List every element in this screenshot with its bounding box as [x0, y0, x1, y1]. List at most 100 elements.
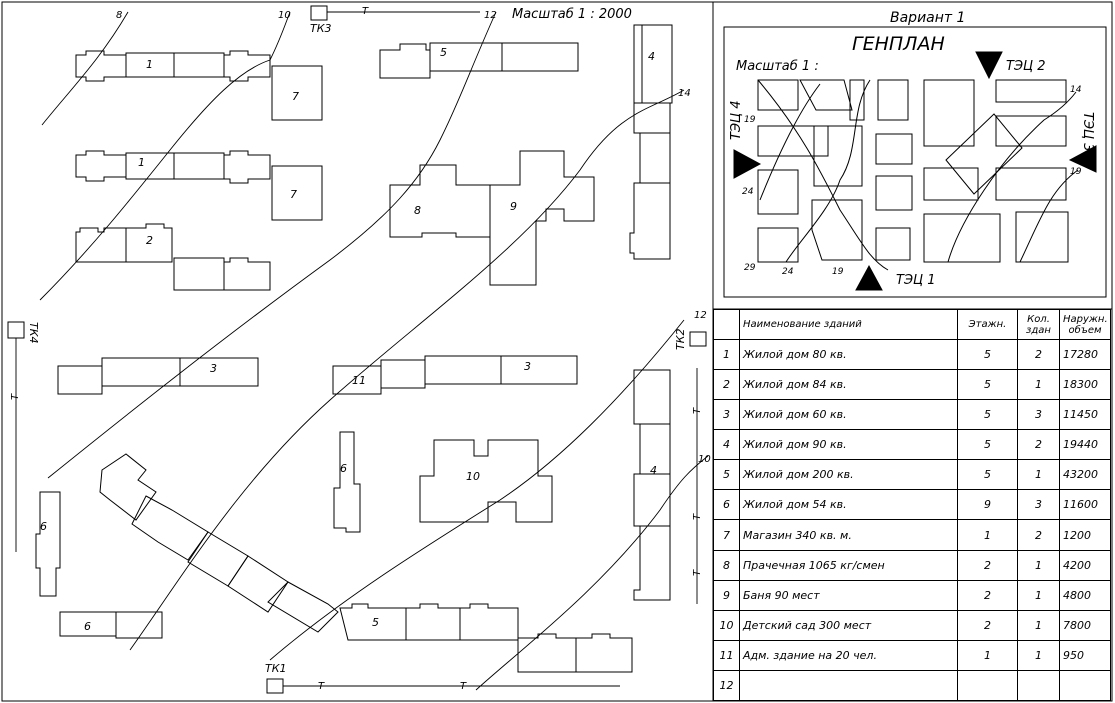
building-name: Прачечная 1065 кг/смен [739, 549, 958, 581]
building-name: Жилой дом 200 кв. [739, 459, 958, 491]
volume-cell: 18300 [1059, 369, 1111, 401]
plan-labels: Масштаб 1 : 2000 ТК3 ТК1 ТК4 ТК2 Т Т Т Т… [10, 6, 1095, 692]
variant-label: Вариант 1 [890, 10, 965, 26]
buildings-table: Наименование зданий Этажн. Кол. здан Нар… [713, 309, 1111, 702]
count-cell: 2 [1017, 519, 1060, 551]
building-label: 8 [414, 204, 421, 217]
volume-cell: 7800 [1059, 609, 1111, 641]
floors-cell: 5 [957, 429, 1018, 461]
building-7a [271, 65, 323, 121]
building-name: Баня 90 мест [739, 579, 958, 611]
building-name [739, 669, 958, 702]
node-tk3 [310, 5, 328, 21]
contour-lines [39, 11, 709, 691]
building-name: Жилой дом 60 кв. [739, 399, 958, 431]
building-label: 4 [650, 464, 657, 477]
building-name: Жилой дом 90 кв. [739, 429, 958, 461]
building-1b [75, 150, 271, 184]
building-name: Жилой дом 54 кв. [739, 489, 958, 521]
building-name: Адм. здание на 20 чел. [739, 639, 958, 671]
floors-cell: 1 [957, 519, 1018, 551]
count-cell: 2 [1017, 429, 1060, 461]
row-number: 7 [713, 519, 740, 551]
inset-contour: 24 [782, 267, 794, 277]
building-label: 6 [340, 462, 347, 475]
node-label-tk3: ТК3 [310, 22, 332, 35]
floors-cell: 5 [957, 369, 1018, 401]
floors-cell: 1 [957, 639, 1018, 671]
floors-cell: 2 [957, 549, 1018, 581]
volume-cell: 19440 [1059, 429, 1111, 461]
floors-cell: 2 [957, 579, 1018, 611]
row-number: 9 [713, 579, 740, 611]
building-label: 1 [138, 156, 145, 169]
node-label-tk1: ТК1 [265, 662, 287, 675]
floors-cell [957, 669, 1018, 702]
row-number: 5 [713, 459, 740, 491]
building-label: 5 [440, 46, 447, 59]
count-cell: 2 [1017, 338, 1060, 371]
contour-label: 12 [694, 310, 707, 321]
building-label: 1 [146, 58, 153, 71]
inset-contour: 24 [742, 187, 754, 197]
nodes [7, 5, 707, 694]
volume-cell: 950 [1059, 639, 1111, 671]
floors-cell: 5 [957, 399, 1018, 431]
volume-cell: 4200 [1059, 549, 1111, 581]
scale-label: Масштаб 1 : 2000 [512, 7, 632, 22]
genplan-title: ГЕНПЛАН [852, 33, 945, 55]
contour-label: 10 [278, 10, 291, 21]
heat-pipes [15, 11, 698, 687]
building-label: 7 [292, 90, 299, 103]
building-1a [75, 50, 271, 82]
building-3a [57, 357, 259, 395]
building-name: Жилой дом 84 кв. [739, 369, 958, 401]
row-number: 6 [713, 489, 740, 521]
chp-label: ТЭЦ 4 [729, 100, 744, 140]
volume-cell: 17280 [1059, 338, 1111, 371]
pipe-label: Т [692, 407, 703, 414]
table-row: 12 [713, 669, 1111, 702]
row-number: 3 [713, 399, 740, 431]
inset-scale: Масштаб 1 : [736, 59, 819, 74]
building-6b [35, 491, 61, 597]
count-cell [1017, 669, 1060, 702]
pipe-label: Т [318, 681, 325, 692]
floors-cell: 9 [957, 489, 1018, 521]
pipe-label: Т [692, 569, 703, 576]
building-9 [489, 150, 595, 286]
pipe-label: Т [10, 393, 21, 400]
count-cell: 3 [1017, 399, 1060, 431]
header-num [713, 309, 740, 340]
header-floors: Этажн. [957, 309, 1018, 340]
count-cell: 3 [1017, 489, 1060, 521]
volume-cell: 11600 [1059, 489, 1111, 521]
building-2 [75, 223, 271, 291]
count-cell: 1 [1017, 639, 1060, 671]
row-number: 4 [713, 429, 740, 461]
count-cell: 1 [1017, 579, 1060, 611]
inset-contour: 19 [744, 115, 756, 125]
row-number: 8 [713, 549, 740, 581]
node-tk2 [689, 331, 707, 347]
volume-cell: 11450 [1059, 399, 1111, 431]
building-label: 3 [524, 360, 531, 373]
pipe-label: Т [460, 681, 467, 692]
volume-cell [1059, 669, 1111, 702]
building-label: 4 [648, 50, 655, 63]
building-label: 6 [84, 620, 91, 633]
building-5a [379, 42, 579, 79]
floors-cell: 2 [957, 609, 1018, 641]
building-name: Магазин 340 кв. м. [739, 519, 958, 551]
node-label-tk2: ТК2 [674, 328, 687, 350]
count-cell: 1 [1017, 369, 1060, 401]
